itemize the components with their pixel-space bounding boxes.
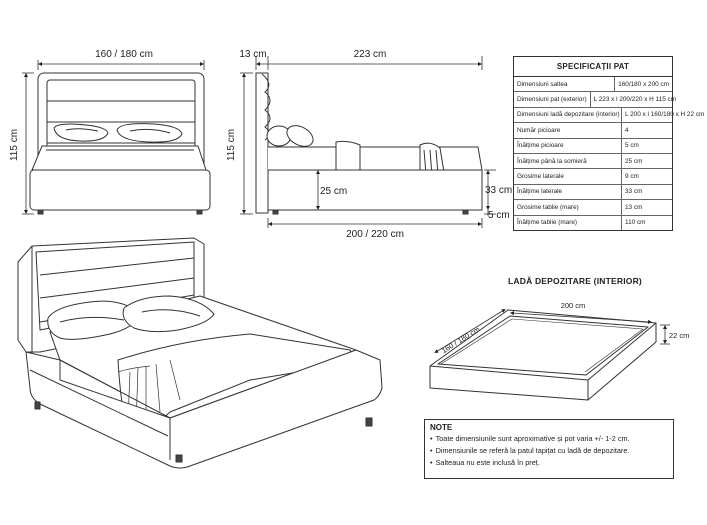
spec-value: 160/180 x 200 cm xyxy=(618,80,669,88)
spec-title: SPECIFICAȚII PAT xyxy=(514,57,672,77)
spec-label: Dimensiuni ladă depozitare (interior) xyxy=(514,107,622,123)
side-view xyxy=(255,72,483,215)
spec-value: 110 cm xyxy=(625,219,646,227)
spec-row: Dimensiuni pat (exterior)L 223 x l 200/2… xyxy=(514,92,676,108)
front-base xyxy=(29,169,211,211)
front-pillow-left xyxy=(53,123,109,142)
spec-label: Înălțime picioare xyxy=(514,138,622,153)
spec-label: Dimensiuni saltea xyxy=(514,77,616,92)
note-item: Dimensiunile se referă la patul tapițat … xyxy=(430,446,668,455)
storage-height-label: 22 cm xyxy=(669,331,689,340)
side-lateral-height-label: 33 cm xyxy=(485,185,512,196)
front-pillow-right xyxy=(116,123,183,143)
spec-label: Înălțime până la somieră xyxy=(514,153,622,169)
spec-value: 33 cm xyxy=(625,188,643,196)
side-headboard-depth-label: 13 cm xyxy=(239,49,266,60)
side-height-label: 115 cm xyxy=(226,129,237,161)
spec-value: L 200 x l 160/180 x H 22 cm xyxy=(625,111,705,119)
storage-box xyxy=(429,309,657,401)
front-height-label: 115 cm xyxy=(9,129,20,161)
storage-title: LADĂ DEPOZITARE (INTERIOR) xyxy=(508,276,642,286)
persp-base xyxy=(25,349,383,469)
persp-pillow-right xyxy=(122,295,215,333)
spec-row: Dimensiuni ladă depozitare (interior)L 2… xyxy=(514,107,704,124)
side-base-height-label: 25 cm xyxy=(320,186,347,197)
front-width-label: 160 / 180 cm xyxy=(95,49,153,60)
side-headboard xyxy=(255,72,269,214)
perspective-view xyxy=(17,237,383,469)
side-length-label: 223 cm xyxy=(354,49,387,60)
spec-value: 9 cm xyxy=(625,173,639,181)
spec-value: 13 cm xyxy=(625,203,643,211)
spec-label: Înălțime tablie (mare) xyxy=(514,215,622,230)
note-item: Toate dimensiunile sunt aproximative și … xyxy=(430,434,668,443)
spec-label: Înălțime laterale xyxy=(514,184,622,200)
spec-value: 5 cm xyxy=(625,142,639,150)
side-bottom-length-label: 200 / 220 cm xyxy=(346,229,404,240)
spec-value: L 223 x l 200/220 x H 115 cm xyxy=(593,96,677,104)
spec-label: Număr picioare xyxy=(514,123,622,138)
storage-length-label: 200 cm xyxy=(561,301,586,310)
spec-row: Înălțime tablie (mare)110 cm xyxy=(514,215,672,230)
front-view xyxy=(29,72,211,215)
side-mattress xyxy=(268,146,483,171)
spec-value: 25 cm xyxy=(625,157,643,165)
note-title: NOTE xyxy=(430,423,453,432)
spec-label: Dimensiuni pat (exterior) xyxy=(514,92,591,107)
spec-label: Grosime tablie (mare) xyxy=(514,200,622,215)
side-base xyxy=(267,169,483,211)
note-item: Salteaua nu este inclusă în preț. xyxy=(430,458,668,467)
spec-label: Grosime laterale xyxy=(514,169,622,184)
spec-value: 4 xyxy=(625,126,629,134)
side-leg-height-label: 5 cm xyxy=(488,210,510,221)
note-box: NOTE Toate dimensiunile sunt aproximativ… xyxy=(424,419,674,479)
spec-row: Grosime tablie (mare)13 cm xyxy=(514,200,672,216)
